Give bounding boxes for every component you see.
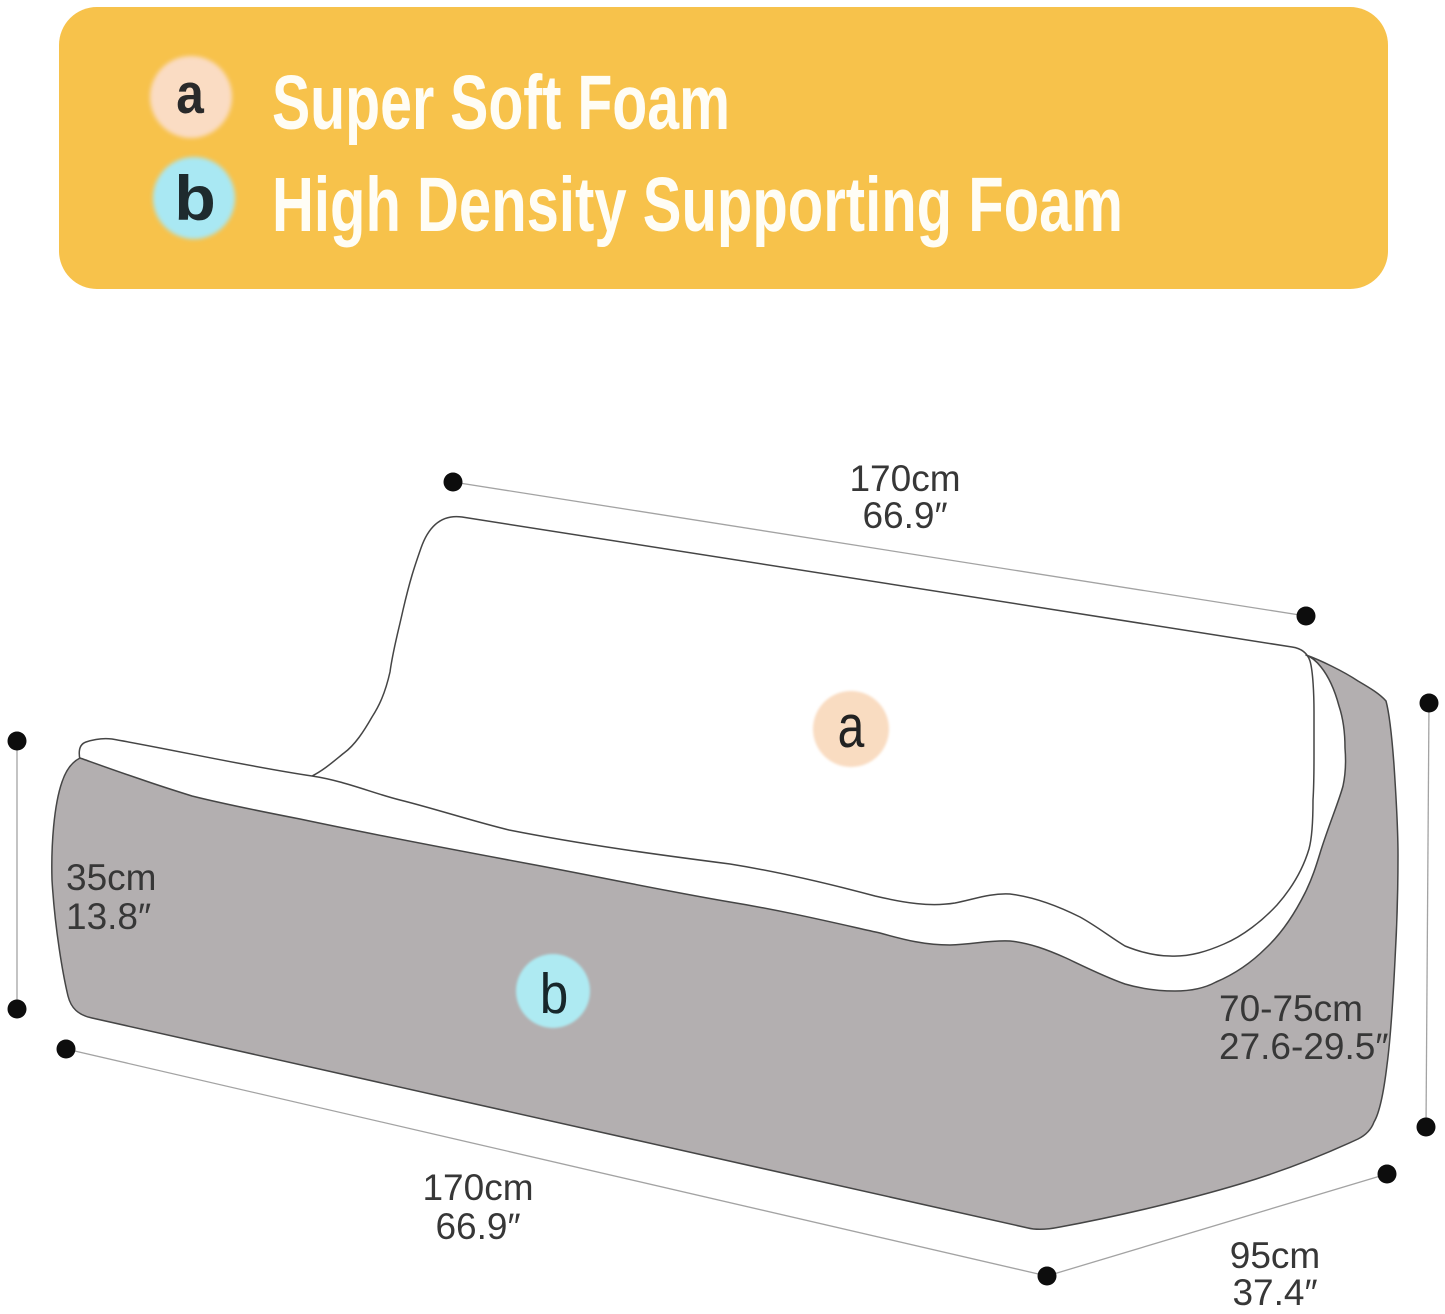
svg-text:13.8″: 13.8″ (66, 896, 151, 937)
svg-text:27.6-29.5″: 27.6-29.5″ (1219, 1026, 1388, 1067)
svg-text:37.4″: 37.4″ (1232, 1272, 1317, 1313)
svg-text:70-75cm: 70-75cm (1219, 988, 1363, 1029)
svg-text:Super Soft Foam: Super Soft Foam (272, 60, 730, 146)
svg-text:170cm: 170cm (422, 1167, 533, 1208)
svg-text:a: a (838, 693, 865, 760)
svg-text:170cm: 170cm (849, 458, 960, 499)
svg-text:b: b (540, 963, 569, 1026)
svg-text:a: a (176, 63, 205, 126)
svg-text:95cm: 95cm (1230, 1235, 1320, 1276)
svg-text:66.9″: 66.9″ (862, 495, 947, 536)
svg-text:b: b (174, 163, 216, 233)
svg-text:66.9″: 66.9″ (435, 1206, 520, 1247)
svg-text:High Density Supporting Foam: High Density Supporting Foam (272, 162, 1123, 248)
svg-text:35cm: 35cm (66, 857, 156, 898)
